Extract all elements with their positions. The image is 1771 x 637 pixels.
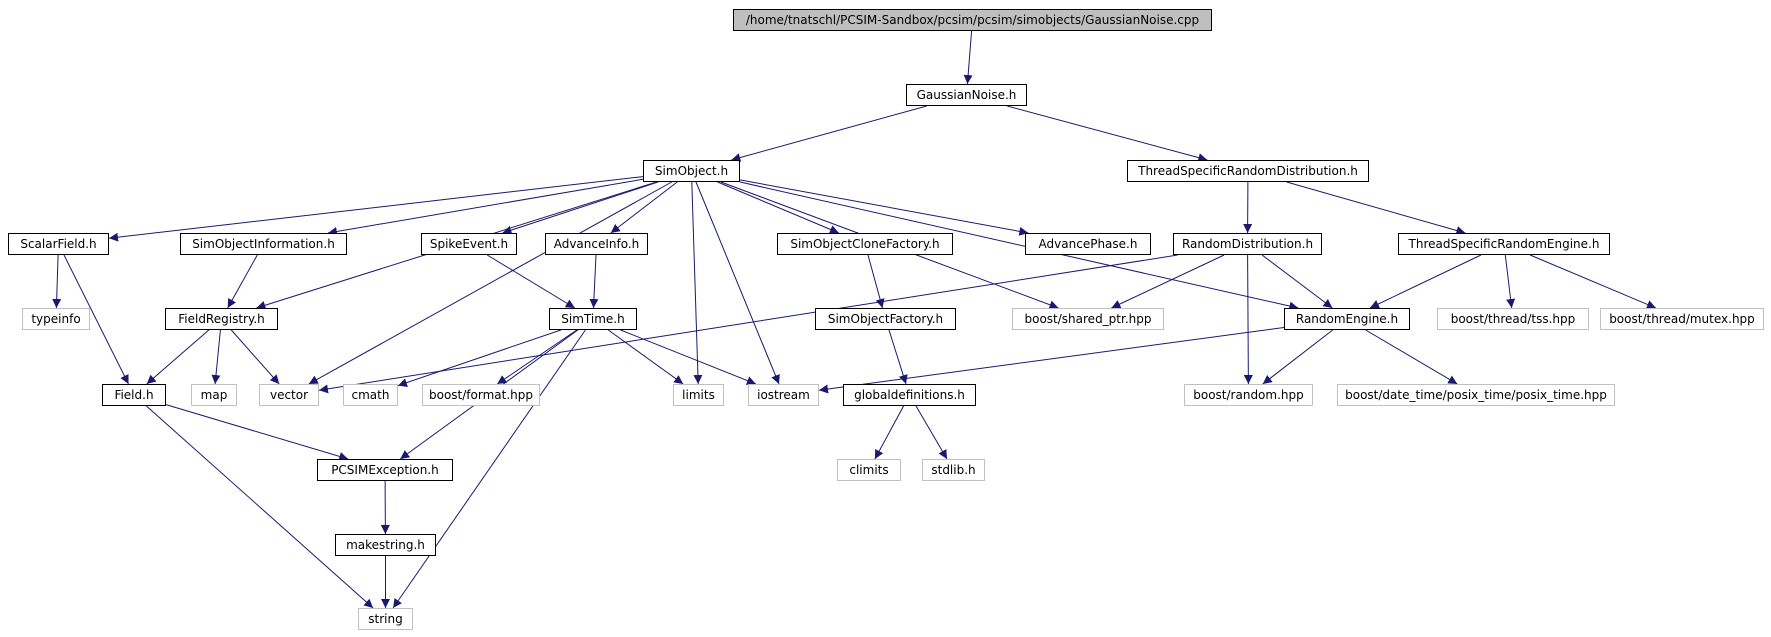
edge-gn-to-tsrd [1007, 105, 1208, 162]
node-sf[interactable]: ScalarField.h [8, 233, 109, 255]
edge-sof-to-gd [888, 329, 908, 385]
node-root[interactable]: /home/tnatschl/PCSIM-Sandbox/pcsim/pcsim… [733, 9, 1212, 31]
edge-st-to-string [392, 329, 586, 609]
edge-soi-to-fr [227, 254, 258, 309]
edge-so-to-soi [327, 178, 644, 236]
edge-sf-to-field [63, 254, 129, 385]
node-brandom: boost/random.hpp [1184, 384, 1313, 406]
node-climits: climits [837, 459, 901, 481]
node-stdlib: stdlib.h [922, 459, 985, 481]
node-bmutex: boost/thread/mutex.hpp [1600, 308, 1764, 330]
edge-so-to-ap [739, 179, 1029, 236]
edge-field-to-pe [165, 404, 349, 461]
edge-re-to-iostream [818, 327, 1285, 394]
edge-socf-to-sof [867, 254, 885, 309]
edge-tsre-to-bmutex [1529, 254, 1657, 309]
edge-so-to-re [739, 181, 1299, 311]
edge-fr-to-vector [230, 329, 280, 385]
edge-tsre-to-re [1369, 254, 1482, 309]
node-gd[interactable]: globaldefinitions.h [843, 384, 976, 406]
node-typeinfo: typeinfo [22, 308, 90, 330]
edge-so-to-socf [717, 181, 840, 234]
node-cmath: cmath [343, 384, 398, 406]
edge-rd-to-bsp [1111, 254, 1225, 309]
edge-re-to-brandom [1262, 329, 1334, 385]
edge-rd-to-brandom [1243, 254, 1253, 385]
node-limits: limits [673, 384, 724, 406]
edge-fr-to-field [146, 329, 210, 385]
edge-gd-to-stdlib [915, 405, 948, 460]
node-sof[interactable]: SimObjectFactory.h [815, 308, 956, 330]
node-field[interactable]: Field.h [102, 384, 166, 406]
edge-so-to-vector [308, 181, 672, 385]
node-soi[interactable]: SimObjectInformation.h [180, 233, 347, 255]
edge-st-to-bformat [496, 329, 578, 385]
node-socf[interactable]: SimObjectCloneFactory.h [777, 233, 953, 255]
edge-root-to-gn [963, 30, 973, 85]
edge-so-to-iostream [695, 181, 780, 385]
node-bformat: boost/format.hpp [422, 384, 540, 406]
node-btss: boost/thread/tss.hpp [1437, 308, 1589, 330]
node-rd[interactable]: RandomDistribution.h [1173, 233, 1322, 255]
edge-gn-to-so [731, 105, 927, 162]
edge-ai-to-st [589, 254, 599, 309]
node-map: map [191, 384, 237, 406]
node-st[interactable]: SimTime.h [549, 308, 637, 330]
node-bsp: boost/shared_ptr.hpp [1012, 308, 1164, 330]
node-vector: vector [259, 384, 319, 406]
edge-re-to-bposix [1365, 329, 1458, 385]
node-tsrd[interactable]: ThreadSpecificRandomDistribution.h [1127, 160, 1369, 182]
edge-tsrd-to-tsre [1286, 181, 1466, 235]
edge-so-to-se [502, 181, 659, 235]
node-re[interactable]: RandomEngine.h [1284, 308, 1410, 330]
edge-tsre-to-btss [1504, 254, 1516, 309]
edge-so-to-limits [691, 181, 703, 385]
edge-st-to-cmath [397, 329, 561, 387]
edge-rd-to-vector [318, 254, 1178, 394]
node-so[interactable]: SimObject.h [643, 160, 740, 182]
node-ms[interactable]: makestring.h [335, 534, 436, 556]
edge-fr-to-map [211, 329, 221, 385]
node-bposix: boost/date_time/posix_time/posix_time.hp… [1337, 384, 1615, 406]
edge-sf-to-typeinfo [52, 254, 62, 309]
node-se[interactable]: SpikeEvent.h [421, 233, 517, 255]
edge-so-to-ai [610, 181, 678, 234]
edge-se-to-st [486, 254, 576, 309]
edge-rd-to-re [1261, 254, 1333, 309]
node-ap[interactable]: AdvancePhase.h [1025, 233, 1151, 255]
edge-gd-to-climits [874, 405, 905, 460]
node-iostream: iostream [748, 384, 819, 406]
node-gn[interactable]: GaussianNoise.h [906, 84, 1027, 106]
edge-field-to-string [146, 405, 374, 609]
edge-st-to-limits [608, 329, 684, 385]
node-fr[interactable]: FieldRegistry.h [165, 308, 278, 330]
edge-so-to-sf [108, 176, 644, 242]
node-pe[interactable]: PCSIMException.h [317, 459, 453, 481]
node-string: string [358, 608, 413, 630]
node-tsre[interactable]: ThreadSpecificRandomEngine.h [1398, 233, 1610, 255]
node-ai[interactable]: AdvanceInfo.h [545, 233, 648, 255]
edge-st-to-iostream [620, 329, 757, 385]
